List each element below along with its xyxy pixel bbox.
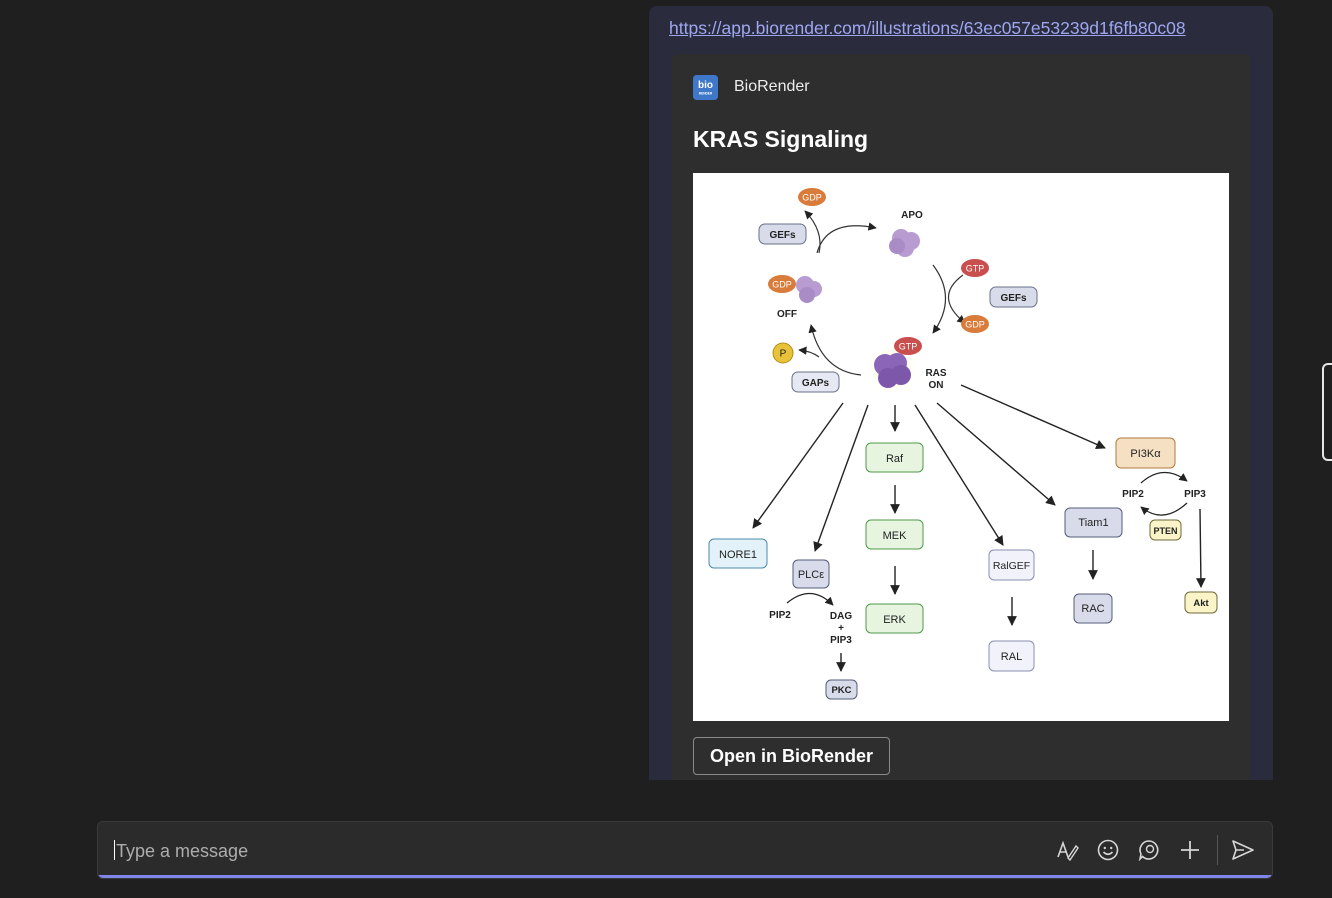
pi3k-box (1115, 437, 1176, 469)
arrow-to-ralgef (914, 404, 1004, 546)
gdp-right-pill (961, 315, 989, 333)
ralgef-box (988, 549, 1035, 581)
mek-box (865, 519, 924, 550)
plce-box (792, 559, 830, 589)
gaps-label: GAPs (802, 378, 830, 389)
apo-label: APO (901, 210, 923, 221)
raf-box (865, 442, 924, 473)
rac-label: RAC (1081, 603, 1104, 615)
kras-diagram-image[interactable]: GDP GEFs APO GTP GEFs GDP (693, 173, 1229, 721)
message-composer (97, 821, 1273, 879)
gdp-right-label: GDP (965, 320, 985, 330)
biorender-logo-icon: bio RENDER (693, 74, 718, 100)
arrow-gdp-release (804, 210, 821, 254)
message-bubble: https://app.biorender.com/illustrations/… (649, 6, 1273, 780)
akt-box (1184, 591, 1218, 614)
composer-divider (1217, 835, 1218, 865)
arrow-gtp-exchange (947, 274, 966, 324)
pip3-left-label: PIP3 (830, 635, 852, 646)
gtp-on-pill (894, 337, 922, 355)
arrow-apo-to-on (932, 264, 946, 334)
plce-label: PLCε (798, 569, 824, 581)
gefs-top-label: GEFs (769, 230, 796, 241)
arrow-off-to-apo (816, 222, 877, 254)
tiam1-label: Tiam1 (1078, 517, 1108, 529)
ralgef-label: RalGEF (993, 560, 1030, 572)
ral-label: RAL (1001, 651, 1022, 663)
erk-label: ERK (883, 614, 906, 626)
add-icon[interactable] (1178, 838, 1202, 862)
preview-title: KRAS Signaling (693, 126, 869, 152)
tiam1-box (1064, 507, 1123, 538)
arrow-to-tiam1 (936, 402, 1056, 506)
phosphate-label: P (780, 349, 787, 360)
arrow-on-to-off (808, 324, 862, 376)
send-icon[interactable] (1231, 838, 1255, 862)
arrow-to-pi3k (960, 384, 1106, 449)
text-caret (114, 840, 115, 860)
illustration-link[interactable]: https://app.biorender.com/illustrations/… (669, 18, 1186, 38)
logo-text-top: bio (698, 80, 713, 91)
pkc-label: PKC (831, 685, 851, 696)
gdp-top-label: GDP (802, 193, 822, 203)
dag-label: DAG (830, 611, 852, 622)
off-protein-icon (796, 276, 822, 303)
gtp-right-label: GTP (966, 264, 985, 274)
pip3-right-label: PIP3 (1184, 489, 1206, 500)
gtp-right-pill (961, 259, 989, 277)
format-icon[interactable] (1055, 838, 1079, 862)
gdp-top-pill (798, 188, 826, 206)
erk-box (865, 603, 924, 634)
gdp-left-label: GDP (772, 280, 792, 290)
open-in-biorender-button[interactable]: Open in BioRender (693, 737, 891, 775)
gefs-right-label: GEFs (1000, 293, 1027, 304)
preview-brand: bio RENDER BioRender (693, 74, 810, 100)
arrow-to-akt (1195, 508, 1206, 588)
gtp-on-label: GTP (899, 342, 918, 352)
pi3k-label: PI3Kα (1130, 448, 1161, 460)
loop-icon[interactable] (1137, 838, 1161, 862)
arrow-to-plce (813, 404, 869, 552)
gaps-box (791, 371, 840, 393)
rac-box (1073, 593, 1113, 624)
side-panel-handle[interactable] (1322, 363, 1332, 461)
akt-label: Akt (1193, 598, 1209, 609)
arrow-to-nore1 (752, 402, 844, 529)
emoji-icon[interactable] (1096, 838, 1120, 862)
arrow-phosphate-release (798, 346, 820, 358)
ral-box (988, 640, 1035, 672)
apo-protein-icon (889, 229, 920, 257)
ras-label: RAS (925, 368, 946, 379)
pkc-box (825, 679, 858, 700)
kras-diagram: GDP GEFs APO GTP GEFs GDP (708, 188, 1218, 700)
raf-label: Raf (886, 453, 904, 465)
logo-text-bottom: RENDER (699, 91, 713, 95)
nore1-label: NORE1 (719, 549, 757, 561)
link-preview-card: bio RENDER BioRender KRAS Signaling (672, 54, 1250, 780)
gdp-left-pill (768, 275, 796, 293)
pten-label: PTEN (1153, 526, 1177, 536)
gefs-right-box (989, 286, 1038, 308)
ras-on-protein-icon (874, 353, 911, 388)
gefs-top-box (758, 223, 807, 245)
nore1-box (708, 538, 768, 569)
arrow-pip3-to-pip2 (1140, 502, 1188, 516)
on-label: ON (929, 380, 944, 391)
pten-box (1149, 519, 1182, 541)
pip2-left-label: PIP2 (769, 610, 791, 621)
off-label: OFF (777, 309, 797, 320)
pip2-right-label: PIP2 (1122, 489, 1144, 500)
mek-label: MEK (883, 530, 908, 542)
biorender-logo-mark: bio RENDER (693, 74, 718, 100)
arrow-pip2-to-pip3 (1140, 471, 1188, 484)
phosphate-circle (772, 342, 794, 364)
message-input[interactable] (114, 836, 1018, 866)
plus-label: + (838, 623, 844, 634)
arrow-pip2-to-dag (786, 592, 834, 606)
preview-site-name: BioRender (734, 78, 810, 95)
